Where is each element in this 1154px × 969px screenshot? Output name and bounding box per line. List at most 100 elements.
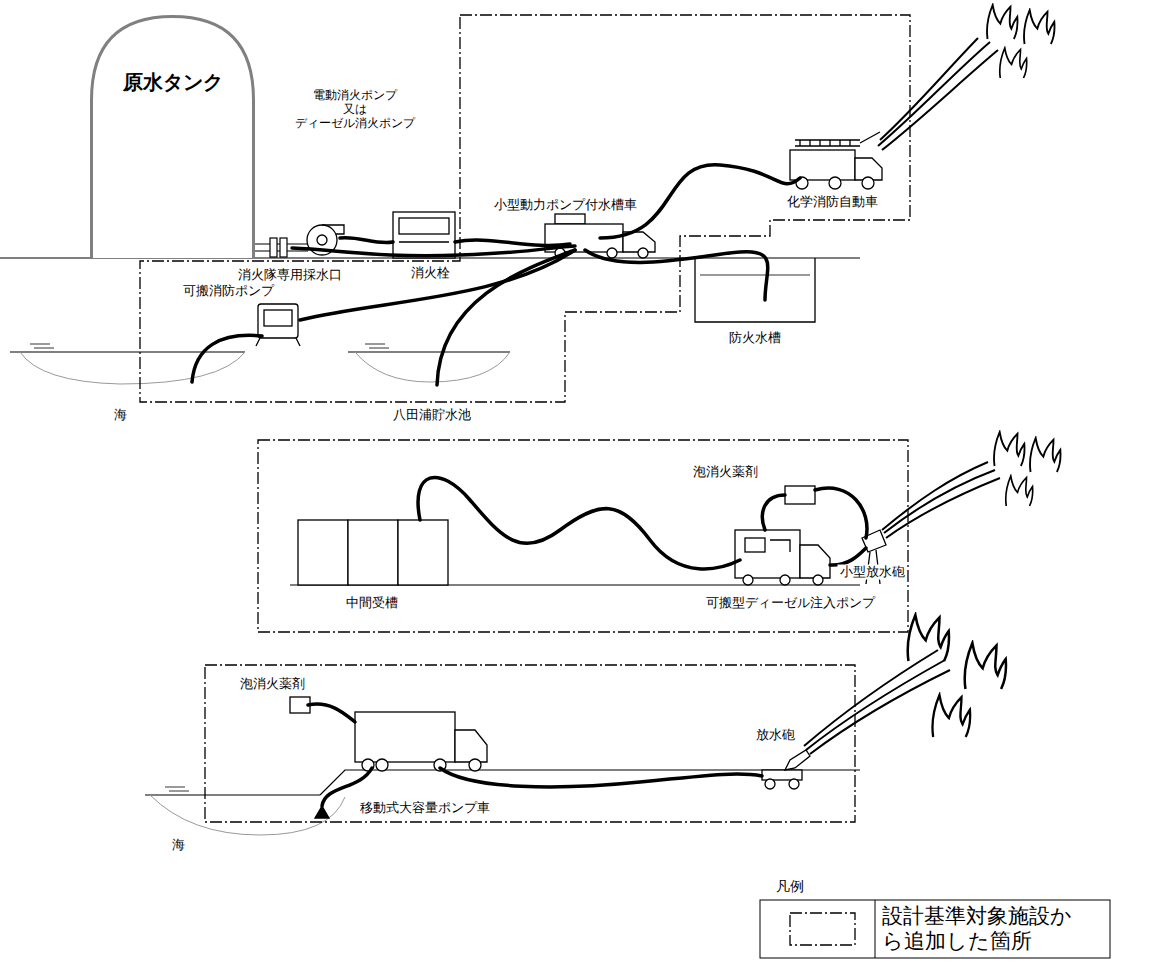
flame-symbol: [1006, 476, 1033, 506]
hose: [830, 548, 866, 565]
large-pump-truck: [455, 730, 487, 762]
pump-label: 電動消火ポンプ 又は ディーゼル消火ポンプ: [290, 89, 420, 130]
chemical-fire-engine: [790, 132, 882, 189]
intermediate-tank: [298, 520, 348, 585]
ground-line: [0, 258, 860, 795]
hose: [440, 768, 762, 787]
portable-pump: [256, 338, 300, 346]
water-body: [10, 344, 510, 835]
portable-pump: [258, 304, 298, 338]
water-body: [150, 795, 345, 835]
water-spray: [886, 478, 1000, 538]
fire-water-tank: [695, 258, 815, 322]
legend-heading: 凡例: [774, 878, 806, 894]
flame-symbol: [1000, 48, 1027, 78]
water-spray: [878, 42, 990, 146]
node-text: 原水タンク: [123, 70, 223, 94]
legend-sample: [790, 913, 855, 945]
large-pump-truck: [376, 759, 388, 771]
injection-pump-truck: [780, 575, 790, 585]
injection-pump-truck: [735, 530, 800, 578]
foam-label: 泡消火薬剤: [691, 465, 760, 480]
legend-frame: [760, 900, 1110, 958]
truck-label: 小型動力ポンプ付水槽車: [492, 198, 639, 213]
injection-pump-truck: [735, 530, 830, 585]
water-body: [348, 351, 510, 352]
large-pump-truck: [469, 759, 481, 771]
added-area-outline: [258, 440, 908, 632]
water-tank-label: 防火水槽: [727, 331, 783, 346]
water-spray: [806, 660, 945, 750]
pipe: [280, 238, 287, 257]
water-cannon: [762, 770, 802, 780]
water-cannon: [785, 750, 810, 770]
water-body: [355, 352, 510, 382]
flame-symbol: [994, 432, 1025, 466]
water-body: [10, 351, 245, 352]
legend-sample: [790, 913, 855, 945]
legend-text: 設計基準対象施設から追加した箇所: [882, 904, 1087, 954]
flame-symbol: [987, 5, 1018, 39]
water-cannon: [762, 750, 810, 789]
portable-pump-label: 可搬消防ポンプ: [181, 284, 276, 299]
water-tank-truck: [555, 214, 585, 224]
fire-pump: [322, 225, 344, 234]
hose: [418, 477, 740, 569]
water-tank-truck: [607, 248, 617, 258]
portable-pump: [256, 304, 300, 346]
water-spray: [884, 470, 995, 533]
pump-truck-label: 移動式大容量ポンプ車: [358, 801, 492, 816]
hose: [455, 240, 570, 245]
fire-hydrant: [393, 212, 455, 258]
flame-symbol: [932, 695, 970, 737]
water-spray: [882, 462, 988, 530]
sea-label: 海: [170, 838, 187, 853]
raw-water-tank: 原水タンク: [90, 15, 255, 258]
cannon-label: 放水砲: [754, 728, 797, 743]
flame-symbol: [908, 5, 1061, 737]
sea-label: 海: [112, 408, 129, 423]
injection-pump-truck: [743, 575, 753, 585]
injection-pump-truck: [745, 538, 765, 552]
hydrant-label: 消火栓: [409, 266, 452, 281]
hose: [192, 335, 262, 382]
chemical-fire-engine: [860, 132, 880, 143]
foam-label: 泡消火薬剤: [238, 677, 307, 692]
intermediate-tank: [348, 520, 398, 585]
hose: [437, 250, 575, 385]
flame-symbol: [1030, 438, 1061, 472]
large-pump-truck: [315, 806, 329, 818]
fire-water-tank: [695, 258, 815, 322]
fire-hydrant: [399, 241, 449, 242]
water-spray: [804, 650, 938, 746]
legend-frame: [760, 900, 1110, 958]
flame-symbol: [908, 615, 949, 661]
foam-agent: [785, 486, 815, 504]
injection-pump-truck: [800, 545, 830, 578]
chemical-fire-engine: [790, 150, 855, 180]
fire-water-tank: [700, 275, 810, 276]
added-area-outline: [205, 665, 855, 822]
intake-label: 消火隊専用採水口: [236, 268, 344, 283]
water-spray: [880, 38, 978, 140]
pipe: [270, 238, 277, 257]
water-cannon: [765, 779, 775, 789]
fire-hydrant: [393, 212, 455, 258]
added-area-outline: [140, 15, 910, 402]
node-outline: [90, 15, 255, 258]
chemical-fire-engine: [795, 140, 860, 146]
legend-frame: [875, 900, 876, 958]
water-spray: [810, 670, 950, 754]
reservoir-label: 八田浦貯水池: [391, 408, 473, 423]
flame-symbol: [965, 643, 1006, 689]
chemical-fire-engine: [829, 177, 841, 189]
hose: [762, 495, 785, 530]
water-body: [145, 794, 320, 795]
large-pump-truck: [355, 712, 455, 762]
injection-pump-truck: [770, 540, 790, 552]
water-body: [30, 344, 389, 791]
flame-symbol: [1024, 10, 1055, 44]
fire-engine-label: 化学消防自動車: [785, 195, 880, 210]
fire-pump: [317, 235, 327, 245]
